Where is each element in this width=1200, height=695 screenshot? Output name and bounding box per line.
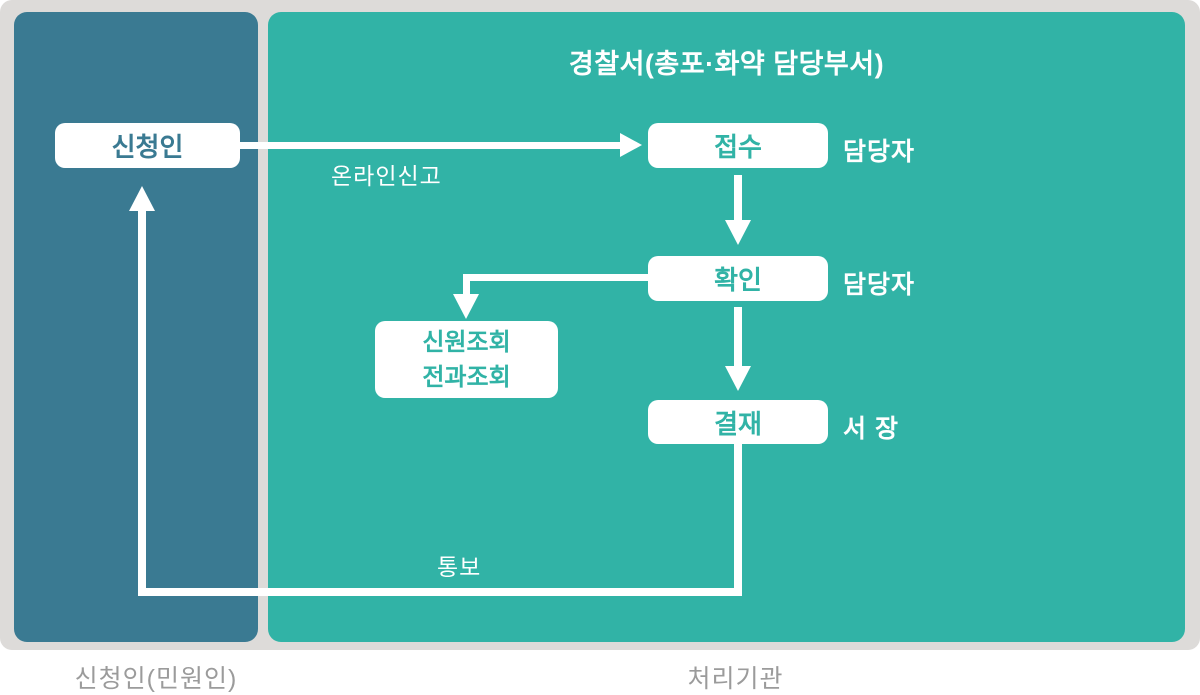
node-reception: 접수 bbox=[648, 123, 828, 168]
agency-lane-title: 경찰서(총포·화약 담당부서) bbox=[568, 49, 885, 79]
role-confirmation-label: 담당자 bbox=[843, 271, 916, 299]
arrowhead-down-icon bbox=[725, 366, 751, 391]
edge-online-report-shaft bbox=[240, 142, 620, 149]
edge-confirmation-to-background-check-vshaft bbox=[463, 274, 470, 296]
arrowhead-right-icon bbox=[620, 133, 642, 157]
arrowhead-down-icon bbox=[453, 294, 479, 319]
arrowhead-down-icon bbox=[725, 220, 751, 245]
applicant-lane bbox=[14, 12, 258, 642]
edge-notification-label: 통보 bbox=[437, 554, 482, 580]
caption-agency-lane: 처리기관 bbox=[687, 665, 784, 693]
role-reception-label: 담당자 bbox=[843, 138, 916, 166]
edge-confirmation-to-approval-shaft bbox=[734, 307, 742, 367]
edge-reception-to-confirmation-shaft bbox=[734, 175, 742, 221]
edge-notification-up-shaft bbox=[138, 210, 146, 596]
caption-applicant-lane: 신청인(민원인) bbox=[74, 665, 238, 693]
node-confirmation-label: 확인 bbox=[714, 265, 762, 295]
edge-notification-horizontal-shaft bbox=[138, 588, 742, 596]
node-applicant-label: 신청인 bbox=[111, 132, 184, 162]
node-approval-label: 결재 bbox=[714, 408, 762, 439]
node-confirmation: 확인 bbox=[648, 256, 828, 301]
node-applicant: 신청인 bbox=[55, 123, 240, 168]
node-approval: 결재 bbox=[648, 400, 828, 444]
role-approval-label: 서 장 bbox=[843, 415, 899, 443]
node-reception-label: 접수 bbox=[714, 132, 762, 162]
node-background-check: 신원조회 전과조회 bbox=[375, 321, 558, 398]
edge-notification-down-shaft bbox=[734, 444, 742, 596]
edge-online-report-label: 온라인신고 bbox=[331, 163, 442, 189]
edge-confirmation-to-background-check-hshaft bbox=[463, 274, 648, 281]
node-background-check-line2: 전과조회 bbox=[422, 363, 511, 391]
node-background-check-line1: 신원조회 bbox=[422, 328, 511, 356]
arrowhead-up-icon bbox=[129, 186, 155, 211]
